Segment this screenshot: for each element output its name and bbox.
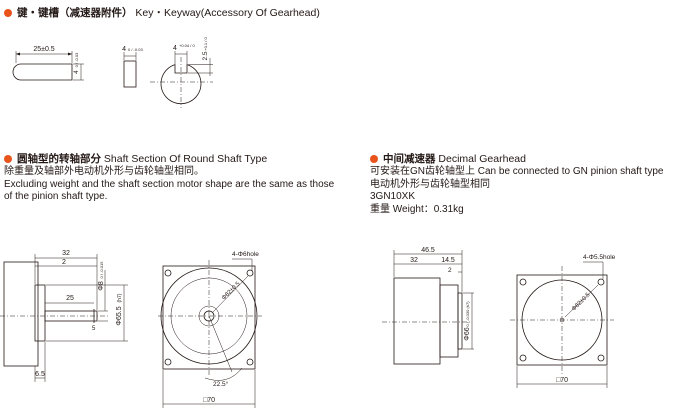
key-height-tolerance: 0 / -0.03 <box>74 52 79 67</box>
key-section-heading: 键・键槽（减速器附件） Key・Keyway(Accessory Of Gear… <box>4 5 320 20</box>
round-shaft-title-en: Shaft Section Of Round Shaft Type <box>103 153 268 165</box>
decimal-line-4: 重量 Weight：0.31kg <box>370 203 464 215</box>
shaft-dia-label: Φ8 <box>98 281 105 291</box>
keyway-depth-tolerance: +0.1 / 0 <box>203 37 208 51</box>
decimal-line-1: 可安装在GN齿轮轴型上 Can be connected to GN pinio… <box>370 166 664 177</box>
angle-label: 22.5° <box>213 380 229 388</box>
decimal-line-2: 电动机外形与齿轮轴型相同 <box>370 178 490 190</box>
keyway-width-label: 4 <box>173 45 177 52</box>
shaft-len-25-label: 25 <box>66 295 74 302</box>
decimal-front-view: Φ82±0.5 4-Φ5.5hole □70 <box>510 254 616 388</box>
decimal-14-5-label: 14.5 <box>441 257 455 264</box>
round-shaft-side-view: 32 2 25 Φ8 0 / -0.015 Φ65.5 (h7) 5 6.5 <box>0 250 128 382</box>
round-shaft-line-2: Excluding weight and the shaft section m… <box>4 178 335 190</box>
pilot-dia-tolerance: (h7) <box>117 293 123 302</box>
round-shaft-title-cn: 圆轴型的转轴部分 <box>17 153 101 165</box>
round-shaft-description: 除重量及轴部外电动机外形与齿轮轴型相同。 Excluding weight an… <box>4 166 334 204</box>
key-title-en: Key・Keyway(Accessory Of Gearhead) <box>135 7 320 19</box>
key-end-view: 4 0 / -0.03 <box>122 46 143 88</box>
keyway-width-tolerance: +0.04 / 0 <box>179 43 195 48</box>
pilot-dia-label: Φ65.5 <box>116 306 123 325</box>
dim-5-label: 5 <box>92 326 96 332</box>
decimal-pilot-label: Φ66 <box>464 327 471 340</box>
round-shaft-line-3: of the pinion shaft type. <box>4 191 108 202</box>
key-side-view: 25±0.5 4 0 / -0.03 <box>12 46 84 81</box>
pcd-label: Φ82±0.5 <box>221 281 242 302</box>
bullet-icon <box>370 155 378 163</box>
decimal-line-3: 3GN10XK <box>370 191 416 202</box>
round-shaft-line-1: 除重量及轴部外电动机外形与齿轮轴型相同。 <box>4 166 204 177</box>
decimal-side-view: 46.5 32 14.5 2 Φ66 0 / -0.030 (h7) <box>382 247 474 365</box>
shaft-len-32-label: 32 <box>62 250 70 257</box>
decimal-description: 可安装在GN齿轮轴型上 Can be connected to GN pinio… <box>370 166 663 216</box>
bullet-icon <box>4 155 12 163</box>
decimal-gearhead-heading: 中间减速器 Decimal Gearhead <box>370 151 526 166</box>
key-width-tolerance: 0 / -0.03 <box>128 47 143 52</box>
keyway-section-view: 4 +0.04 / 0 2.5 +0.1 / 0 <box>150 37 213 108</box>
decimal-2-label: 2 <box>448 267 452 274</box>
shaft-dia-tolerance: 0 / -0.015 <box>99 261 104 279</box>
flange-6-5-label: 6.5 <box>35 371 45 378</box>
decimal-32-label: 32 <box>410 257 418 264</box>
key-length-label: 25±0.5 <box>33 46 54 53</box>
decimal-pcd-label: Φ82±0.5 <box>571 292 592 313</box>
shaft-len-2-label: 2 <box>62 259 66 266</box>
hole-note-label: 4-Φ6hole <box>232 251 259 258</box>
round-shaft-heading: 圆轴型的转轴部分 Shaft Section Of Round Shaft Ty… <box>4 151 267 166</box>
round-shaft-front-view: Φ82±0.5 4-Φ6hole 22.5° □70 <box>158 251 262 408</box>
key-height-label: 4 <box>73 70 80 74</box>
square-70-label: □70 <box>203 397 215 404</box>
keyway-depth-label: 2.5 <box>202 51 209 60</box>
decimal-hole-note-label: 4-Φ5.5hole <box>583 254 616 261</box>
decimal-square-label: □70 <box>556 377 568 384</box>
decimal-title-cn: 中间减速器 <box>383 153 436 165</box>
decimal-46-5-label: 46.5 <box>421 247 435 254</box>
bullet-icon <box>4 9 12 17</box>
key-title-cn: 键・键槽（减速器附件） <box>17 7 133 19</box>
decimal-title-en: Decimal Gearhead <box>438 153 526 165</box>
decimal-pilot-tolerance: 0 / -0.030 (h7) <box>465 301 470 327</box>
key-width-label: 4 <box>122 46 126 53</box>
